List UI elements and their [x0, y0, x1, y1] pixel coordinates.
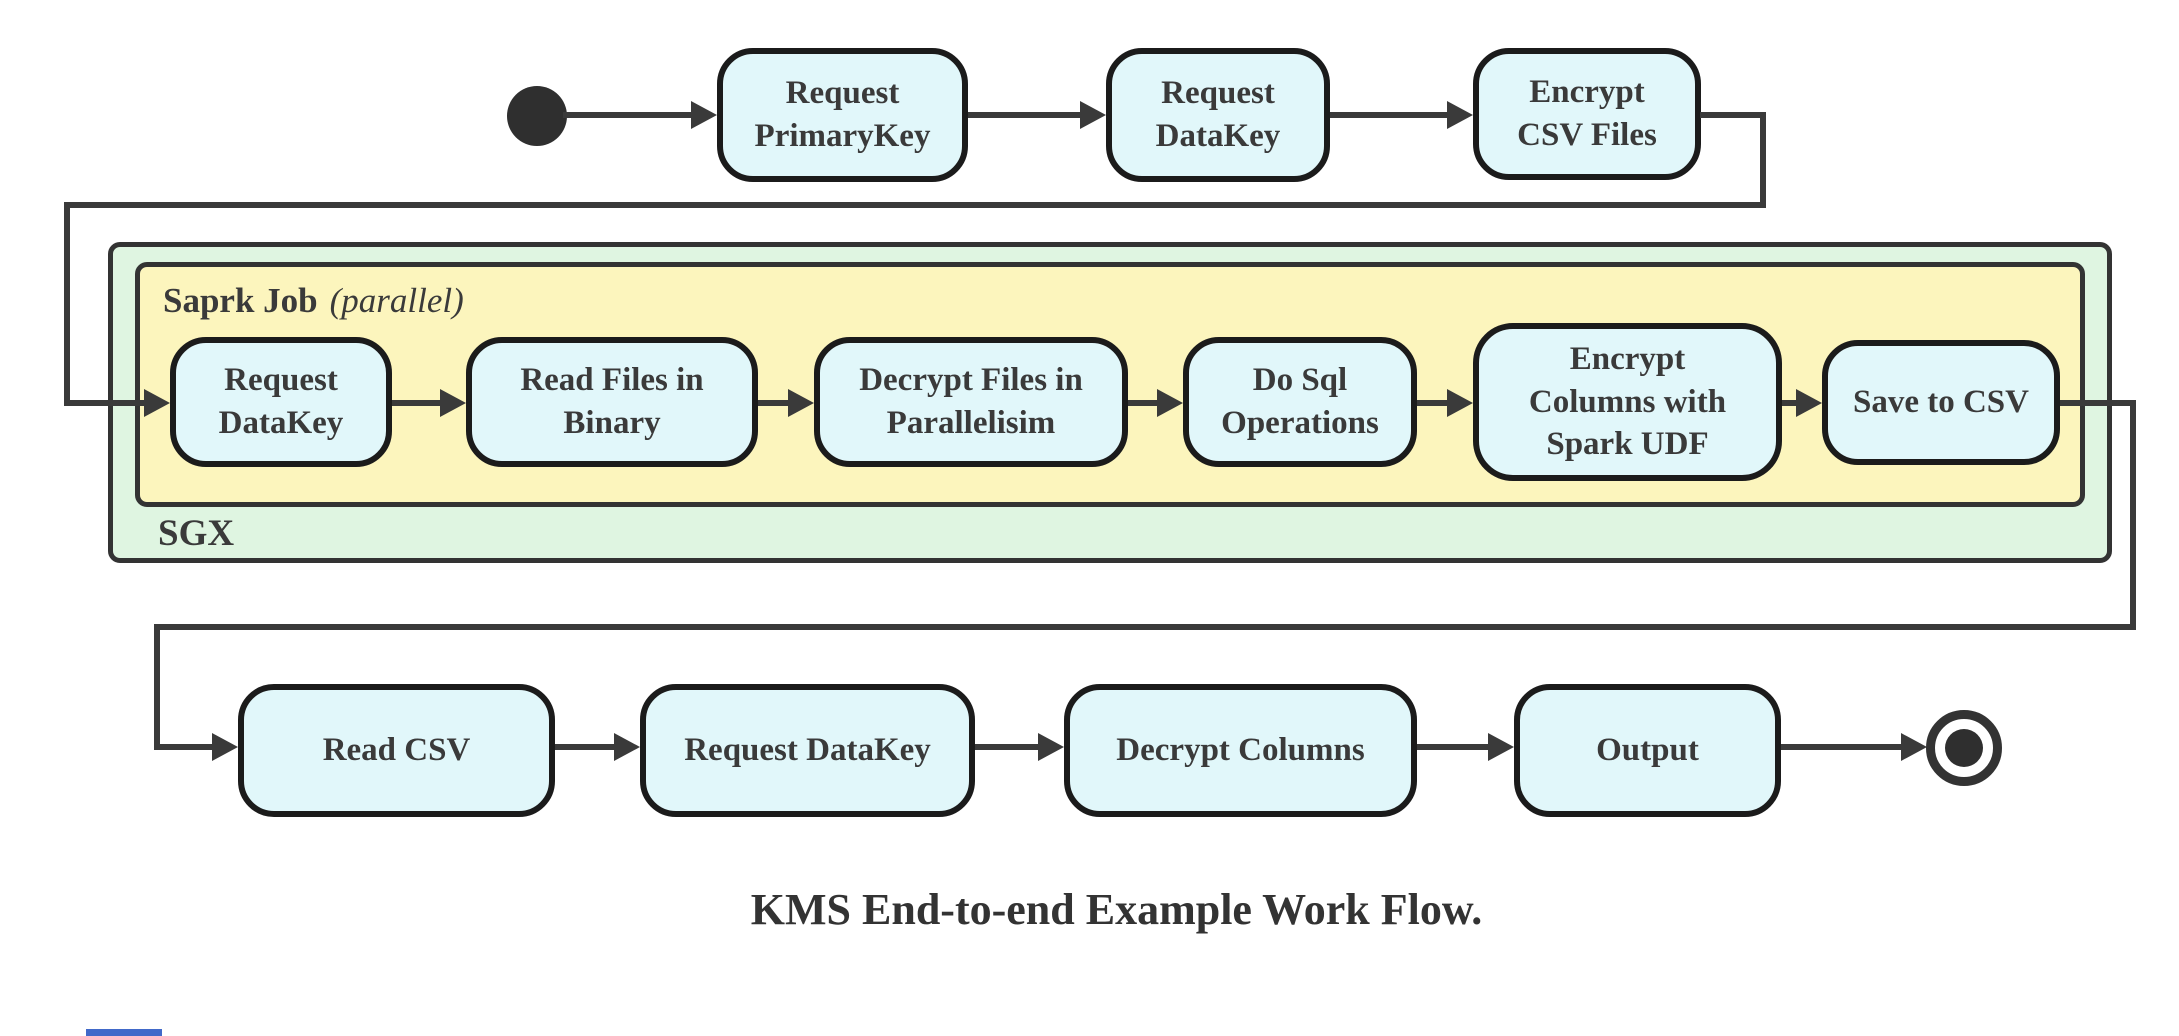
arrowhead-decryptfiles-to-dosql [1157, 389, 1183, 417]
arrowhead-datakey-to-encrypt-csv [1447, 101, 1473, 129]
diagram-caption: KMS End-to-end Example Work Flow. [750, 885, 1483, 934]
edge-savecsv-across-left [154, 624, 2136, 630]
node-read-files-in-binary: Read Files in Binary [466, 337, 758, 467]
node-request-datakey-top: Request DataKey [1106, 48, 1330, 182]
edge-encryptcsv-down-left [64, 202, 70, 403]
arrowhead-encryptcolumns-to-savecsv [1796, 389, 1822, 417]
node-do-sql-operations: Do Sql Operations [1183, 337, 1417, 467]
node-output: Output [1514, 684, 1781, 817]
edge-datakey-to-encrypt-csv [1330, 112, 1449, 118]
edge-output-to-end [1781, 744, 1903, 750]
node-request-datakey-mid: Request DataKey [170, 337, 392, 467]
spark-job-parallel-label: (parallel) [329, 281, 464, 320]
spark-job-group-label: Saprk Job (parallel) [163, 281, 464, 321]
edge-savecsv-down-left [154, 624, 160, 750]
edge-encryptcsv-across-left [64, 202, 1766, 208]
arrowhead-into-read-csv [212, 733, 238, 761]
edge-savecsv-exit-right [2060, 400, 2136, 406]
node-read-csv: Read CSV [238, 684, 555, 817]
edge-decryptcolumns-to-output [1417, 744, 1490, 750]
edge-dosql-to-encryptcolumns [1417, 400, 1449, 406]
end-node-icon [1926, 710, 2002, 786]
sgx-group-label: SGX [158, 513, 235, 554]
edge-encryptcsv-exit-right [1700, 112, 1766, 118]
arrowhead-datakey-to-readfiles [440, 389, 466, 417]
node-decrypt-columns: Decrypt Columns [1064, 684, 1417, 817]
node-request-primarykey: Request PrimaryKey [717, 48, 968, 182]
edge-primarykey-to-datakey [968, 112, 1082, 118]
edge-decryptfiles-to-dosql [1128, 400, 1159, 406]
node-encrypt-csv-files: Encrypt CSV Files [1473, 48, 1701, 180]
edge-readcsv-to-datakey [555, 744, 616, 750]
arrowhead-dosql-to-encryptcolumns [1447, 389, 1473, 417]
arrowhead-readcsv-to-datakey [614, 733, 640, 761]
edge-savecsv-down [2130, 400, 2136, 630]
edge-start-to-request-primarykey [563, 112, 693, 118]
edge-datakey-to-readfiles [392, 400, 442, 406]
arrowhead-output-to-end [1901, 733, 1927, 761]
edge-encryptcolumns-to-savecsv [1782, 400, 1798, 406]
edge-datakey-to-decryptcolumns [975, 744, 1040, 750]
arrowhead-datakey-to-decryptcolumns [1038, 733, 1064, 761]
arrowhead-into-sgx-datakey [144, 389, 170, 417]
edge-into-read-csv [154, 744, 214, 750]
node-request-datakey-bottom: Request DataKey [640, 684, 975, 817]
edge-into-sgx-datakey [64, 400, 146, 406]
edge-readfiles-to-decryptfiles [758, 400, 790, 406]
spark-job-label-text: Saprk Job [163, 281, 318, 320]
bottom-edge-artifact [86, 1029, 162, 1036]
end-node-dot [1945, 729, 1983, 767]
node-encrypt-columns-with-spark-udf: Encrypt Columns with Spark UDF [1473, 323, 1782, 481]
arrowhead-readfiles-to-decryptfiles [788, 389, 814, 417]
arrowhead-decryptcolumns-to-output [1488, 733, 1514, 761]
edge-encryptcsv-down [1760, 112, 1766, 208]
node-save-to-csv: Save to CSV [1822, 340, 2060, 465]
arrowhead-start-to-request-primarykey [691, 101, 717, 129]
node-decrypt-files-in-parallelisim: Decrypt Files in Parallelisim [814, 337, 1128, 467]
arrowhead-primarykey-to-datakey [1080, 101, 1106, 129]
start-node-icon [507, 86, 567, 146]
